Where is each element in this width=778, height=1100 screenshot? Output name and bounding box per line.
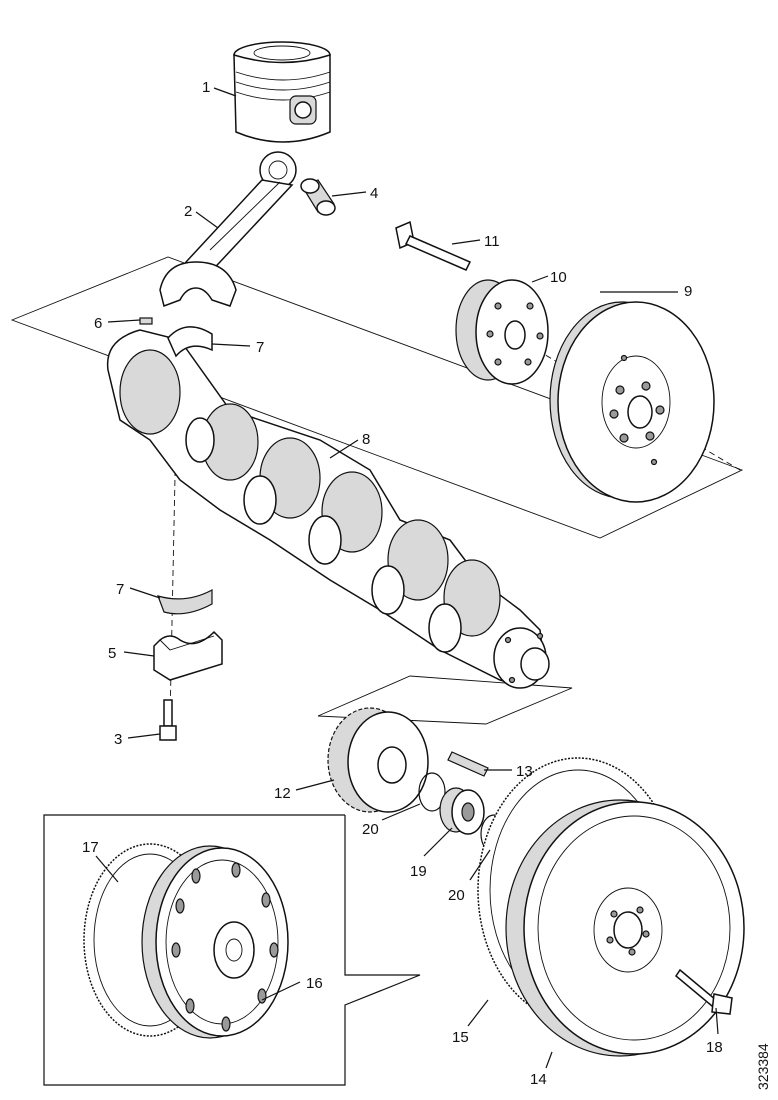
woodruff-key (447, 751, 489, 777)
vibration-damper-pulley (549, 301, 715, 503)
connecting-rod (159, 151, 297, 307)
upper-bearing-shell (167, 326, 213, 358)
callout-20-front: 20 (362, 821, 379, 838)
callout-1: 1 (202, 79, 210, 96)
callout-7-upper: 7 (256, 339, 264, 356)
callout-5: 5 (108, 645, 116, 662)
drawing-reference-number: 323384 (755, 1043, 771, 1090)
crankshaft (106, 329, 550, 689)
callout-16: 16 (306, 975, 323, 992)
crankshaft-gear (327, 707, 429, 813)
callout-4: 4 (370, 185, 378, 202)
callout-6: 6 (94, 315, 102, 332)
cap-bolt (159, 699, 177, 741)
crankshaft-hub (455, 279, 549, 385)
callout-9: 9 (684, 283, 692, 300)
inset-panel (43, 814, 421, 1086)
circlip-front (418, 772, 446, 812)
dowel-pin (139, 317, 153, 325)
callout-2: 2 (184, 203, 192, 220)
flexplate (141, 845, 289, 1039)
callout-19: 19 (410, 863, 427, 880)
timing-gear-plane (317, 675, 573, 725)
crankshaft-assembly-plane (10, 256, 744, 539)
small-end-bush (300, 178, 336, 216)
callout-15: 15 (452, 1029, 469, 1046)
pulley-bolt (395, 220, 472, 271)
piston (233, 41, 331, 143)
callout-17: 17 (82, 839, 99, 856)
main-bearing-cap (153, 630, 223, 681)
callout-14: 14 (530, 1071, 547, 1088)
leader-lines (95, 87, 719, 1069)
callout-13: 13 (516, 763, 533, 780)
callout-20-rear: 20 (448, 887, 465, 904)
callout-10: 10 (550, 269, 567, 286)
lower-bearing-shell (157, 588, 213, 615)
flywheel (505, 799, 745, 1057)
callout-8: 8 (362, 431, 370, 448)
pilot-bearing (439, 787, 485, 835)
callout-18: 18 (706, 1039, 723, 1056)
callout-7-lower: 7 (116, 581, 124, 598)
callout-11: 11 (484, 233, 500, 250)
callout-3: 3 (114, 731, 122, 748)
callout-12: 12 (274, 785, 291, 802)
flywheel-bolt (675, 968, 733, 1015)
